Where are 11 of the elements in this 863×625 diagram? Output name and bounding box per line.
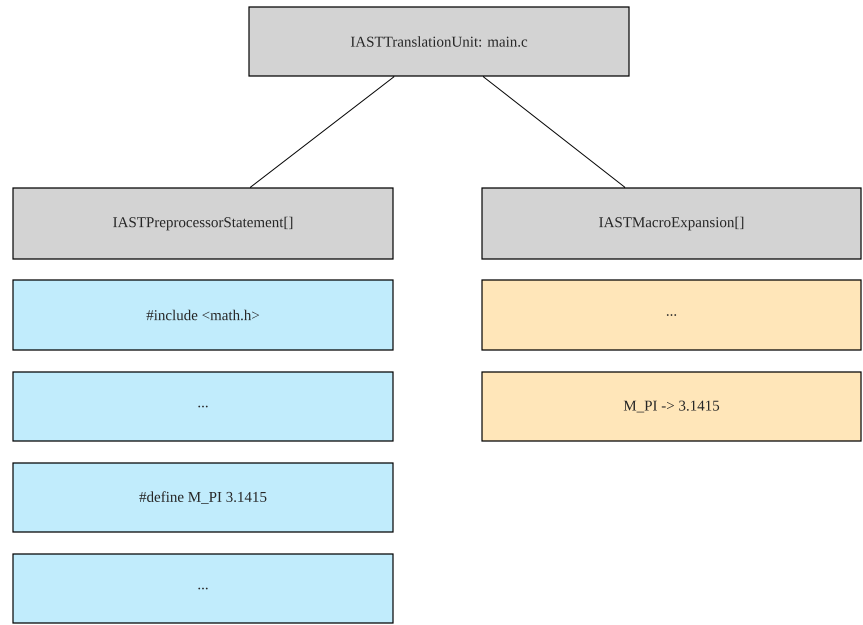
statement-box: ... <box>12 553 394 624</box>
statement-box: ... <box>12 371 394 442</box>
statement-box: #include <math.h> <box>12 279 394 351</box>
connector-line <box>250 76 395 188</box>
class-box: IASTTranslationUnit: main.c <box>248 6 630 77</box>
connector-line <box>482 76 626 188</box>
statement-box: #define M_PI 3.1415 <box>12 462 394 533</box>
expansion-box: M_PI -> 3.1415 <box>481 371 862 442</box>
expansion-box: ... <box>481 279 862 351</box>
class-box: IASTPreprocessorStatement[] <box>12 187 394 260</box>
class-box: IASTMacroExpansion[] <box>481 187 862 260</box>
